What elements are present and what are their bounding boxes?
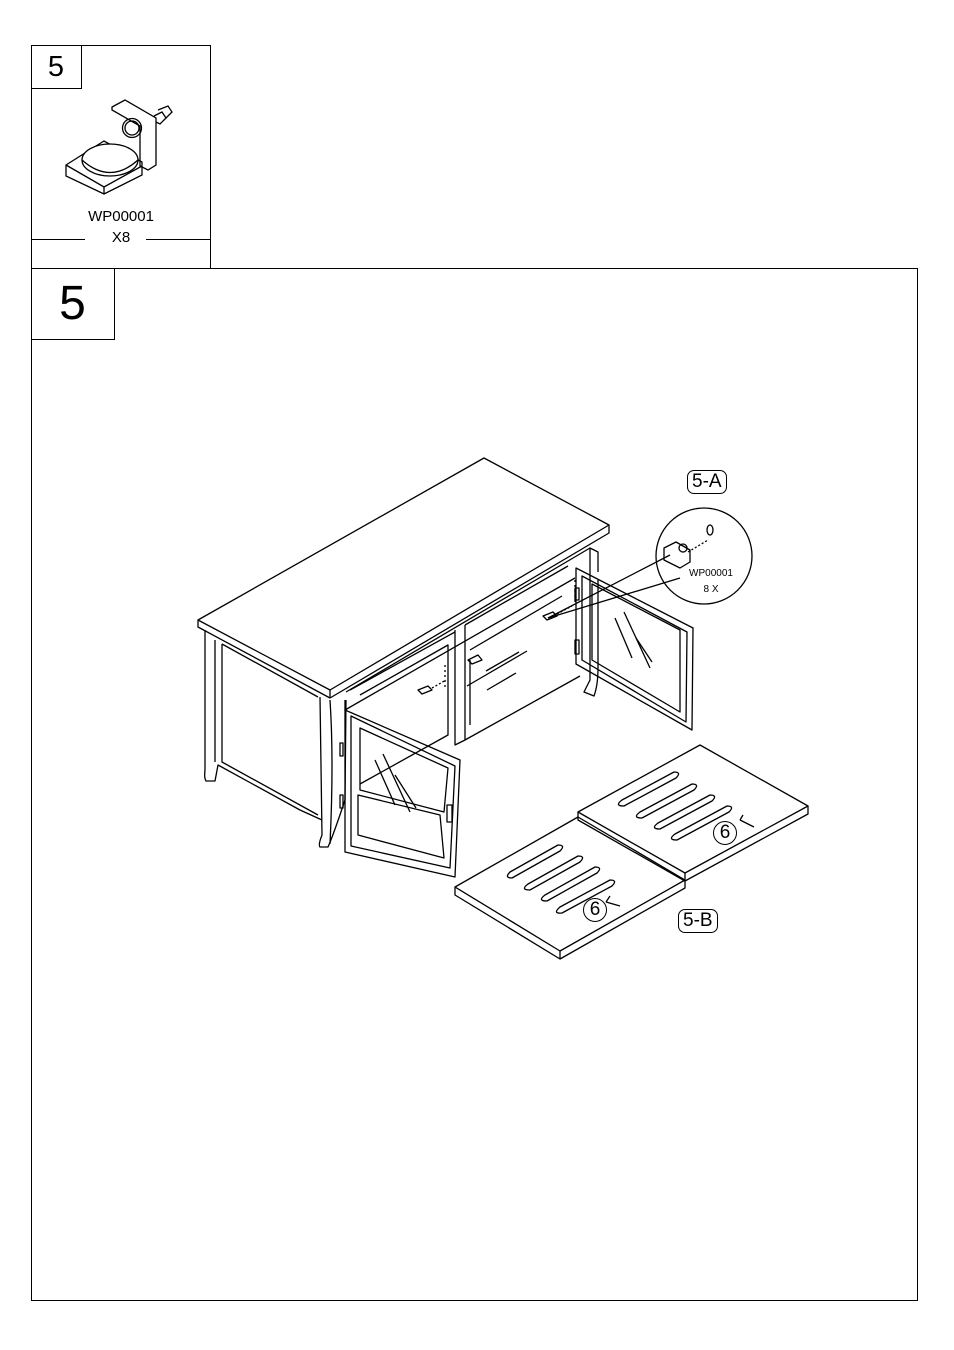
shelf-label-lower: 6 bbox=[583, 898, 607, 922]
shelf-label-upper: 6 bbox=[713, 821, 737, 845]
part-quantity-label: X8 bbox=[31, 229, 211, 246]
detail-part-quantity: 8 X bbox=[680, 584, 742, 596]
callout-5a-label: 5-A bbox=[687, 470, 727, 494]
main-step-number: 5 bbox=[31, 268, 115, 340]
main-panel bbox=[31, 268, 918, 1301]
detail-part-code: WP00001 bbox=[680, 568, 742, 580]
callout-5b-label: 5-B bbox=[678, 909, 718, 933]
part-code-label: WP00001 bbox=[31, 208, 211, 225]
parts-step-number: 5 bbox=[31, 45, 82, 89]
